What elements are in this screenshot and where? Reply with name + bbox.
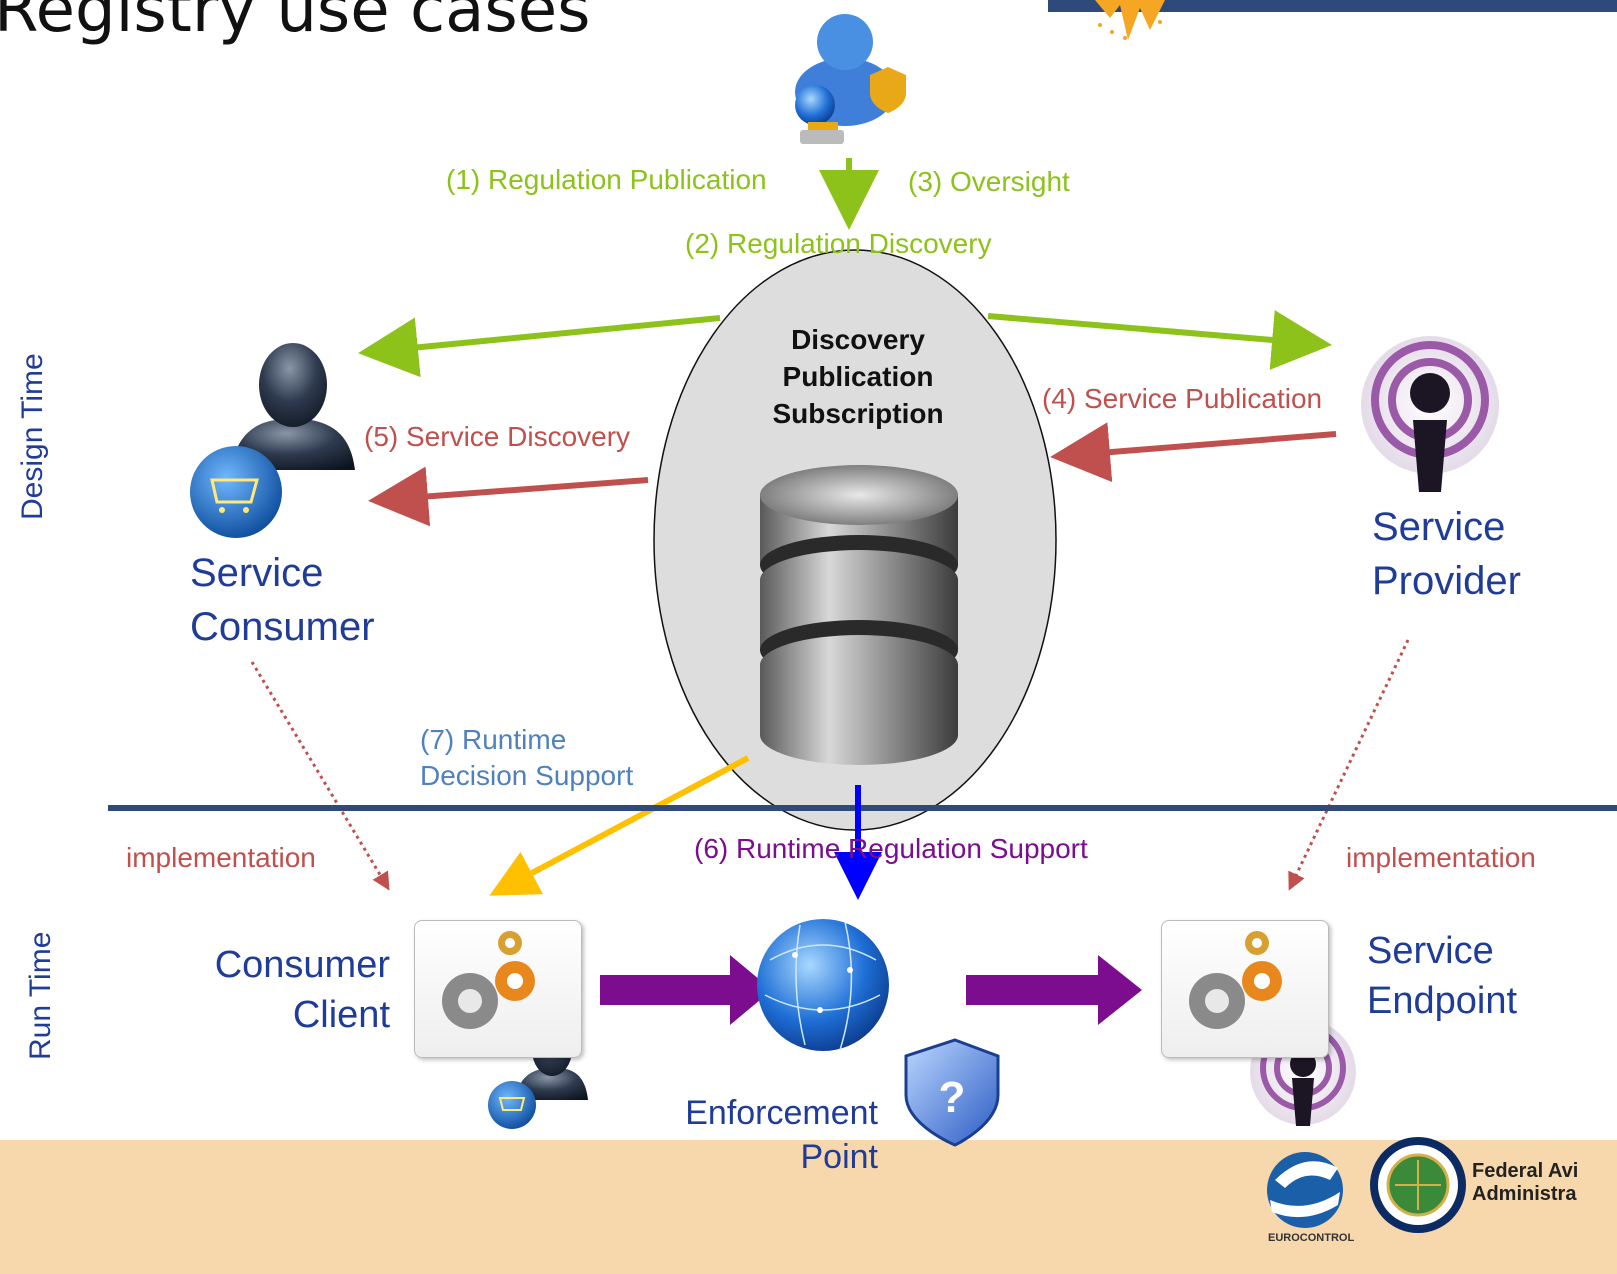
enforcement-to-endpoint-arrow [966,955,1142,1025]
runtime-regulation-label: (6) Runtime Regulation Support [694,833,1088,864]
service-consumer-line2: Consumer [190,605,375,649]
regulator-icon [795,14,906,144]
page-title: Registry use cases [0,0,591,47]
oversight-label: (3) Oversight [908,166,1070,197]
gears-icon [1189,931,1282,1029]
consumer-client-box [414,920,582,1058]
registry-discovery-text: Discovery [791,324,925,355]
header-bar [1048,0,1617,12]
design-time-label: Design Time [16,353,49,520]
footer-band [0,1140,1617,1274]
regulation-to-consumer-arrow [358,315,721,378]
service-provider-line1: Service [1372,505,1506,549]
enforcement-point-line2: Point [800,1138,879,1176]
regulation-publication-label: (1) Regulation Publication [446,164,767,195]
eurocontrol-text: EUROCONTROL [1268,1232,1355,1244]
service-provider-icon [1361,336,1499,492]
consumer-client-line2: Client [292,994,390,1036]
implementation-right-label: implementation [1346,842,1536,873]
database-icon [760,465,958,765]
svg-text:?: ? [939,1073,966,1122]
regulation-discovery-label: (2) Regulation Discovery [685,228,992,259]
runtime-decision-arrow [489,755,750,896]
service-discovery-arrow [368,466,649,527]
consumer-client-line1: Consumer [214,944,390,986]
service-endpoint-box [1161,920,1329,1058]
service-endpoint-line1: Service [1367,930,1494,972]
enforcement-globe-icon [757,919,889,1051]
registry-subscription-text: Subscription [772,398,944,429]
client-to-enforcement-arrow [600,955,772,1025]
service-endpoint-line2: Endpoint [1367,980,1518,1022]
consumer-implementation-line [250,661,390,891]
service-publication-label: (4) Service Publication [1042,383,1323,414]
shield-question-icon: ? [904,1038,1000,1147]
registry-publication-text: Publication [782,361,934,392]
service-consumer-line1: Service [190,551,324,595]
faa-seal-logo [1370,1137,1466,1233]
implementation-left-label: implementation [126,842,316,873]
enforcement-point-line1: Enforcement [685,1094,878,1132]
service-consumer-icon [190,343,355,538]
faa-text-line1: Federal Avi [1472,1160,1579,1182]
service-discovery-label: (5) Service Discovery [364,421,631,452]
runtime-decision-line1: (7) Runtime [420,724,567,755]
run-time-label: Run Time [24,931,57,1060]
faa-text-line2: Administra [1472,1183,1577,1205]
runtime-decision-line2: Decision Support [420,760,634,791]
eurocontrol-logo [1267,1152,1343,1228]
gears-icon [442,931,535,1029]
sun-logo-icon [1095,0,1165,40]
service-provider-line2: Provider [1372,559,1521,603]
service-publication-arrow [1050,422,1337,483]
regulation-to-provider-arrow [987,310,1332,370]
